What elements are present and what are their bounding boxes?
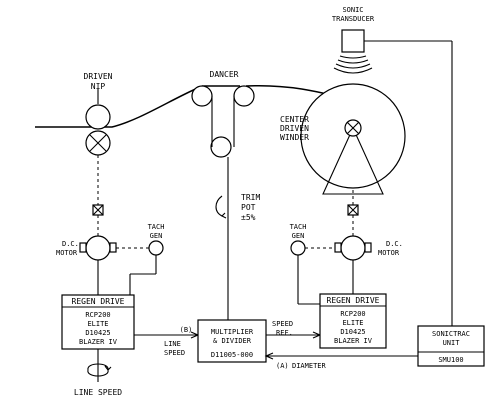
signal-b-label: (B) bbox=[180, 326, 193, 334]
regen-drive-right bbox=[319, 293, 387, 349]
trim-pot-label-2: POT bbox=[241, 203, 256, 212]
trim-pot bbox=[215, 195, 229, 320]
multiplier-divider-box bbox=[197, 319, 267, 363]
sonictrac-line-2: UNIT bbox=[443, 339, 461, 347]
speed-ref-label-2: REF. bbox=[276, 329, 293, 337]
winder-label-1: CENTER bbox=[280, 115, 309, 124]
speed-ref-label-1: SPEED bbox=[272, 320, 293, 328]
sonictrac-line-3: SMU100 bbox=[438, 356, 463, 364]
multiplier-line-3: D11005-000 bbox=[211, 351, 253, 359]
trim-pot-label-3: ±5% bbox=[241, 213, 256, 222]
line-speed-signal-label-2: SPEED bbox=[164, 349, 185, 357]
regen-left-title: REGEN DRIVE bbox=[72, 297, 125, 306]
tach-gen-right-label-2: GEN bbox=[292, 232, 305, 240]
line-speed-signal-label-1: LINE bbox=[164, 340, 181, 348]
regen-left-line-4: BLAZER IV bbox=[79, 338, 118, 346]
dc-motor-left-label-1: D.C. bbox=[62, 240, 79, 248]
signal-a-label: (A) bbox=[276, 362, 289, 370]
line-speed-bottom-label: LINE SPEED bbox=[74, 388, 122, 397]
regen-right-line-1: RCP200 bbox=[340, 310, 365, 318]
multiplier-line-1: MULTIPLIER bbox=[211, 328, 254, 336]
right-drive-train bbox=[290, 190, 372, 305]
tach-gen-left-label-1: TACH bbox=[148, 223, 165, 231]
regen-right-line-3: D10425 bbox=[340, 328, 365, 336]
diameter-label: DIAMETER bbox=[292, 362, 327, 370]
regen-right-line-4: BLAZER IV bbox=[334, 337, 373, 345]
multiplier-line-2: & DIVIDER bbox=[213, 337, 252, 345]
dancer-label: DANCER bbox=[210, 70, 239, 79]
line-speed-pot bbox=[87, 349, 112, 382]
winder-label-2: DRIVEN bbox=[280, 124, 309, 133]
regen-right-line-2: ELITE bbox=[342, 319, 363, 327]
sonictrac-unit bbox=[417, 325, 485, 367]
trim-pot-label-1: TRIM bbox=[241, 193, 260, 202]
speed-ref-signal bbox=[266, 331, 322, 339]
regen-left-line-2: ELITE bbox=[87, 320, 108, 328]
dc-motor-right-label-1: D.C. bbox=[386, 240, 403, 248]
regen-left-line-1: RCP200 bbox=[85, 311, 110, 319]
dc-motor-right-label-2: MOTOR bbox=[378, 249, 400, 257]
regen-right-title: REGEN DRIVE bbox=[327, 296, 380, 305]
left-drive-train bbox=[79, 155, 164, 296]
driven-nip-label-2: NIP bbox=[91, 82, 106, 91]
sonic-transducer-label-1: SONIC bbox=[342, 6, 363, 14]
tach-gen-left-label-2: GEN bbox=[150, 232, 163, 240]
winder-label-3: WINDER bbox=[280, 133, 309, 142]
sonictrac-line-1: SONICTRAC bbox=[432, 330, 470, 338]
regen-left-line-3: D10425 bbox=[85, 329, 110, 337]
driven-nip bbox=[85, 104, 111, 156]
regen-drive-left bbox=[61, 294, 135, 350]
tach-gen-right-label-1: TACH bbox=[290, 223, 307, 231]
sonic-transducer-label-2: TRANSDUCER bbox=[332, 15, 375, 23]
dancer-assembly bbox=[191, 85, 255, 195]
sonic-transducer bbox=[333, 29, 453, 326]
dc-motor-left-label-2: MOTOR bbox=[56, 249, 78, 257]
driven-nip-label-1: DRIVEN bbox=[84, 72, 113, 81]
diameter-signal bbox=[264, 352, 418, 360]
center-driven-winder bbox=[300, 83, 406, 195]
